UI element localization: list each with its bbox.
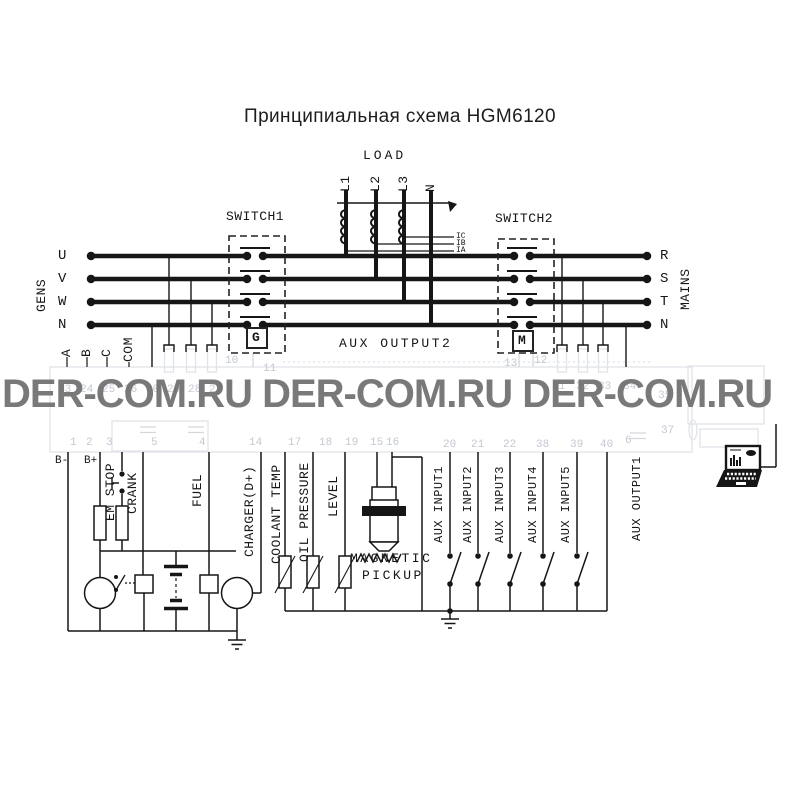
aux-output2-label: AUX OUTPUT2 [339,336,453,351]
terminal-number: 39 [570,439,584,451]
laptop-icon [716,424,777,487]
page-title: Принципиальная схема HGM6120 [244,106,556,127]
em-stop-label: EM STOP [103,462,118,521]
terminal-number: 33 [598,381,612,393]
fuel-label: FUEL [190,473,205,507]
aux-input-switches [447,452,608,611]
ct-terminal-a: A [59,348,74,357]
aux-input2-label: AUX INPUT2 [461,465,475,543]
gen-breaker-letter: G [252,330,260,345]
terminal-number: 1 [70,437,77,449]
ct-terminal-b: B [79,348,94,357]
terminal-number: 37 [661,425,675,437]
terminal-number: 35 [658,390,672,402]
load-line-l2-label: L2 [368,175,383,192]
terminal-number: 21 [471,439,485,451]
battery-minus-label: B- [55,455,69,467]
switch2-label: SWITCH2 [495,211,554,226]
terminal-number: 2 [86,437,93,449]
switch2-box [497,238,555,354]
coolant-temp-label: COOLANT TEMP [269,464,284,564]
load-label: LOAD [363,148,407,163]
terminal-number: 29 [167,384,181,396]
terminal-number: 24 [80,384,94,396]
gens-phase-w: W [58,294,67,310]
mains-phase-t: T [660,294,669,310]
terminal-number: 12 [534,355,548,367]
ct-terminal-c: C [99,348,114,357]
battery-plus-label: B+ [84,455,98,467]
terminal-number: 27 [209,384,223,396]
aux-input4-label: AUX INPUT4 [526,465,540,543]
magnetic-pickup-symbol [356,452,423,611]
terminal-number: 13 [504,358,518,370]
ct-ib-label: IB [456,239,466,248]
mains-phase-n: N [660,317,669,333]
load-line-l3-label: L3 [396,175,411,192]
aux-input3-label: AUX INPUT3 [493,465,507,543]
mains-side-label: MAINS [678,268,693,310]
terminal-number: 11 [263,363,277,375]
load-line-l1-label: L1 [338,175,353,192]
watermark: DER-COM.RU DER-COM.RU DER-COM.RU [2,372,773,416]
battery-crank-circuit [67,452,262,650]
terminal-number: 32 [576,381,590,393]
ct-terminal-com: COM [121,337,136,362]
terminal-number: 4 [199,437,206,449]
terminal-number: 26 [124,384,138,396]
ct-ia-label: IA [456,246,466,255]
terminal-number: 25 [102,384,116,396]
terminal-number: 20 [443,439,457,451]
ct-ic-label: IC [456,232,466,241]
load-feeders-and-ct [337,190,457,325]
bus-lines [86,247,652,330]
terminal-number: 40 [600,439,614,451]
terminal-number: 17 [288,437,302,449]
oil-pressure-label: OIL PRESSURE [297,462,312,562]
terminal-number: 10 [225,355,239,367]
terminal-number: 18 [319,437,333,449]
terminal-number: 23 [58,384,72,396]
gens-phase-n: N [58,317,67,333]
gens-side-label: GENS [34,278,49,312]
terminal-number: 38 [536,439,550,451]
terminal-number: 22 [503,439,517,451]
aux-output1-label: AUX OUTPUT1 [630,456,644,541]
terminal-number: 5 [151,437,158,449]
load-line-n-label: N [423,183,438,192]
terminal-number: 19 [345,437,359,449]
terminal-number: 34 [623,381,637,393]
terminal-number: 28 [188,384,202,396]
crank-label: CRANK [125,472,140,514]
switch1-box [228,235,286,354]
sensor-circuit [274,452,607,629]
terminal-number: 15 [370,437,384,449]
switch1-label: SWITCH1 [226,209,285,224]
terminal-number: 6 [625,435,632,447]
terminal-number: 14 [249,437,263,449]
level-label: LEVEL [326,475,341,517]
gens-phase-v: V [58,271,67,287]
terminal-number: 31 [552,381,566,393]
voltage-sense-wires [66,258,627,367]
terminal-number: 16 [386,437,400,449]
terminal-number: 30 [146,384,160,396]
terminal-number: 3 [106,437,113,449]
mains-breaker-letter: M [518,333,526,348]
mains-phase-r: R [660,248,669,264]
aux-input1-label: AUX INPUT1 [432,465,446,543]
aux-input5-label: AUX INPUT5 [559,465,573,543]
gens-phase-u: U [58,248,67,264]
mains-phase-s: S [660,271,669,287]
charger-label: CHARGER(D+) [242,465,257,557]
magnetic-pickup-label-line2: PICKUP [362,568,424,583]
magnetic-pickup-label-line1: MAGNETIC [350,551,433,566]
